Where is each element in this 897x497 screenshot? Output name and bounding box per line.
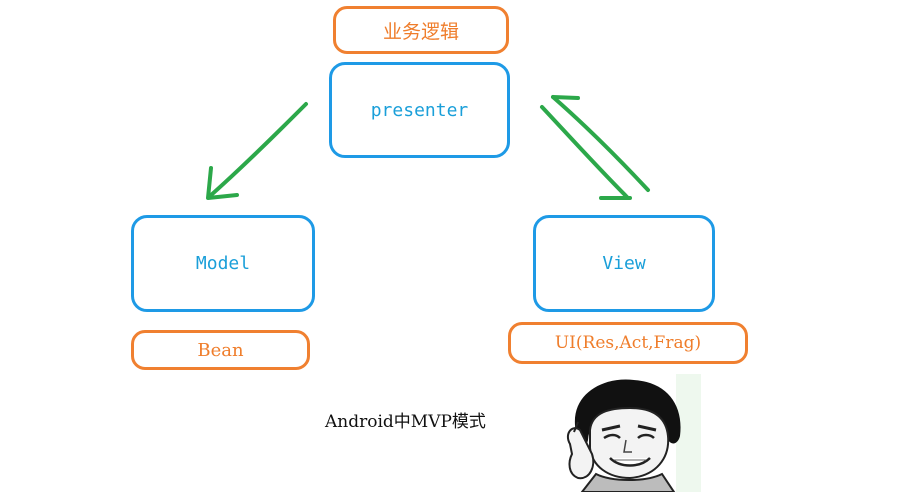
diagram-caption: Android中MVP模式 (325, 412, 486, 432)
arrow-view-to-presenter (551, 95, 650, 192)
presenter-node: presenter (329, 62, 510, 158)
business-logic-label: 业务逻辑 (333, 6, 509, 54)
bean-label: Bean (131, 330, 310, 370)
ui-label: UI(Res,Act,Frag) (508, 322, 748, 364)
arrow-presenter-to-model (206, 102, 308, 200)
model-node: Model (131, 215, 315, 312)
meme-face-icon (566, 374, 701, 492)
view-node: View (533, 215, 715, 312)
arrow-presenter-to-view (540, 105, 632, 200)
